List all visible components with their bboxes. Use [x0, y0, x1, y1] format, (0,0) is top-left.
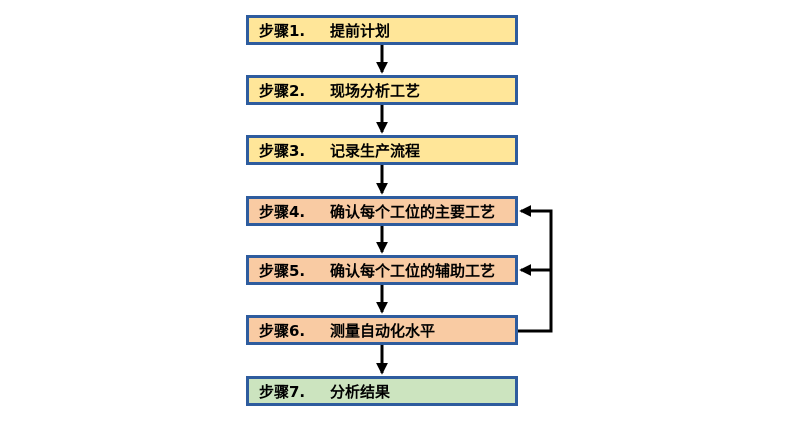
step-box-1: 步骤1. 提前计划: [246, 15, 518, 45]
step-2-text: 现场分析工艺: [330, 81, 421, 100]
step-5-label: 步骤5.: [259, 261, 306, 280]
step-box-2: 步骤2. 现场分析工艺: [246, 75, 518, 105]
step-5-text: 确认每个工位的辅助工艺: [330, 261, 496, 280]
step-box-4: 步骤4. 确认每个工位的主要工艺: [246, 196, 518, 226]
step-3-label: 步骤3.: [259, 141, 306, 160]
step-box-7: 步骤7. 分析结果: [246, 376, 518, 406]
step-4-label: 步骤4.: [259, 202, 306, 221]
feedback-arrow-step6-step4: [518, 205, 553, 333]
step-6-label: 步骤6.: [259, 321, 306, 340]
step-4-text: 确认每个工位的主要工艺: [330, 202, 496, 221]
step-1-text: 提前计划: [330, 21, 391, 40]
step-7-text: 分析结果: [330, 382, 391, 401]
step-3-text: 记录生产流程: [330, 141, 421, 160]
step-box-3: 步骤3. 记录生产流程: [246, 135, 518, 165]
step-box-6: 步骤6. 测量自动化水平: [246, 315, 518, 345]
step-1-label: 步骤1.: [259, 21, 306, 40]
step-6-text: 测量自动化水平: [330, 321, 436, 340]
step-box-5: 步骤5. 确认每个工位的辅助工艺: [246, 255, 518, 285]
step-2-label: 步骤2.: [259, 81, 306, 100]
step-7-label: 步骤7.: [259, 382, 306, 401]
